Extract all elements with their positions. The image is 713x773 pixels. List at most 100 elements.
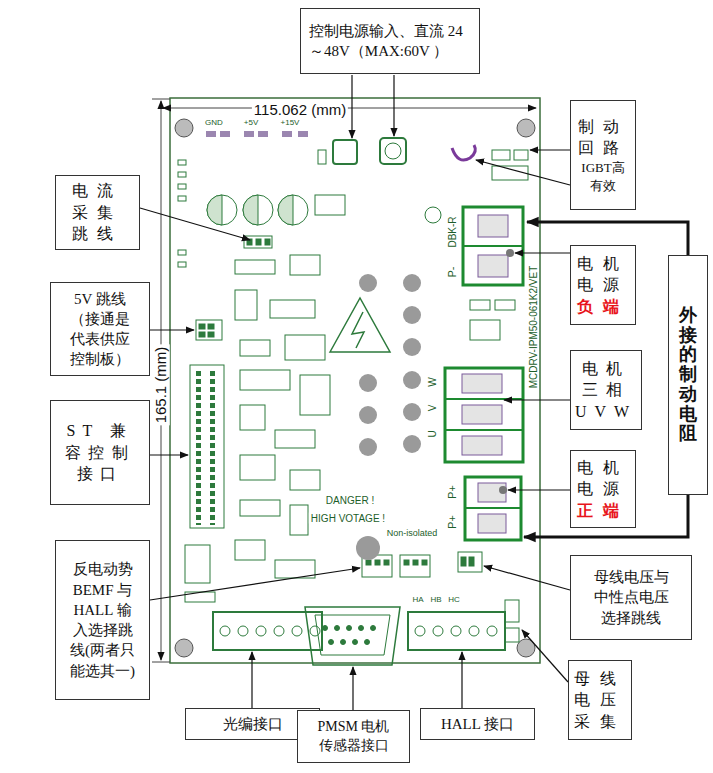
silkscreen: [366, 560, 371, 565]
pcb-outline: [170, 98, 540, 663]
power-terminal: [478, 514, 506, 533]
callout-box: 电机电源负端: [570, 245, 636, 325]
silkscreen: [413, 560, 418, 565]
silkscreen-label: HIGH VOTAGE !: [309, 513, 387, 524]
power-terminal: [478, 255, 508, 277]
pcb-outline: [175, 639, 193, 657]
silkscreen-label: W: [427, 375, 438, 388]
silkscreen: [300, 375, 330, 415]
silkscreen: [495, 300, 515, 310]
silkscreen: [240, 405, 265, 430]
pad: [258, 131, 268, 137]
silkscreen: [323, 626, 328, 631]
ipm-module-holes: [356, 536, 380, 560]
silkscreen: [505, 628, 519, 642]
silkscreen-label: P+: [446, 513, 458, 531]
silkscreen: [207, 195, 222, 225]
silkscreen: [244, 236, 272, 248]
silkscreen: [214, 613, 321, 649]
ipm-module-holes: [359, 406, 377, 424]
ipm-module-holes: [403, 338, 421, 356]
dimension-lines: [152, 99, 170, 100]
power-terminal: [463, 207, 523, 285]
silkscreen: [178, 184, 186, 189]
silkscreen: [408, 612, 505, 650]
callout-box: 外接的制动电阻: [668, 255, 708, 495]
callout-box: 5V 跳线（接通是代表供应控制板）: [50, 282, 150, 376]
callout-text: 外接的制动电阻: [679, 306, 697, 445]
callout-text: 制动回路: [575, 116, 631, 159]
leader-arrow: [508, 489, 570, 490]
power-terminal: [478, 215, 508, 237]
silkscreen: [208, 324, 214, 329]
silkscreen-label: MCDRV-IPM50-061K2/VET: [528, 264, 539, 391]
silkscreen: [353, 640, 358, 645]
silkscreen: [290, 255, 320, 275]
callout-box: PMSM 电机传感器接口: [297, 710, 410, 763]
silkscreen-label: HA: [410, 596, 425, 605]
callout-box: 电机三相UVW: [570, 350, 642, 430]
leader-arrow: [522, 630, 568, 682]
callout-box: 反电动势BEMF 与HALL 输入选择跳线(两者只能选其一): [55, 540, 150, 700]
silkscreen: [256, 239, 261, 245]
silkscreen: [347, 626, 352, 631]
callout-box: 母线电压采集: [568, 660, 632, 740]
silkscreen: [178, 160, 186, 165]
silkscreen: [335, 626, 340, 631]
pad: [244, 131, 254, 137]
power-terminal: [462, 436, 502, 455]
leader-arrow: [150, 329, 194, 330]
silkscreen: [492, 150, 510, 160]
brake-resistor-wire: [524, 222, 688, 537]
brake-igbt-mark: [452, 145, 475, 160]
silkscreen-label: HB: [428, 596, 443, 605]
silkscreen: [278, 195, 293, 225]
silkscreen: [425, 207, 441, 223]
silkscreen: [290, 505, 308, 535]
callout-text: 电机电源: [575, 253, 631, 296]
power-terminal: [445, 368, 523, 462]
silkscreen-label: +15V: [279, 119, 302, 128]
silkscreen: [207, 195, 237, 225]
dimension-lines: [163, 108, 536, 109]
silkscreen: [404, 560, 409, 565]
leader-arrow: [461, 652, 462, 708]
ipm-module-holes: [359, 374, 377, 392]
callout-box: ST 兼容控制接口: [50, 400, 150, 505]
silkscreen: [469, 557, 474, 566]
silkscreen: [243, 195, 258, 225]
leader-arrow: [476, 160, 570, 185]
ipm-module-holes: [403, 371, 421, 389]
silkscreen-label: U: [427, 428, 438, 439]
ipm-module-holes: [403, 435, 421, 453]
callout-text: PMSM 电机传感器接口: [312, 718, 396, 756]
silkscreen: [190, 365, 224, 528]
pad: [282, 131, 292, 137]
silkscreen: [330, 298, 390, 352]
silkscreen: [371, 626, 376, 631]
callout-text: 负端: [575, 296, 631, 318]
silkscreen: [185, 545, 210, 583]
silkscreen: [240, 455, 275, 480]
silkscreen: [384, 560, 389, 565]
silkscreen: [243, 195, 273, 225]
power-terminal: [506, 249, 514, 257]
pcb-outline: [517, 119, 535, 137]
pad: [298, 131, 308, 137]
callout-text: 5V 跳线（接通是代表供应控制板）: [69, 289, 131, 370]
silkscreen: [235, 540, 265, 560]
silkscreen: [235, 290, 257, 320]
silkscreen: [235, 260, 275, 274]
silkscreen: [199, 324, 205, 329]
silkscreen: [315, 195, 345, 215]
silkscreen: [208, 332, 214, 337]
silkscreen: [505, 600, 519, 622]
silkscreen: [178, 196, 186, 201]
leader-arrow: [251, 652, 252, 708]
callout-box: 电流采集跳线: [55, 175, 140, 250]
silkscreen: [514, 150, 528, 160]
ipm-module-holes: [403, 274, 421, 292]
silkscreen: [275, 430, 315, 448]
power-terminal: [478, 483, 506, 502]
silkscreen-label: V: [427, 403, 438, 414]
